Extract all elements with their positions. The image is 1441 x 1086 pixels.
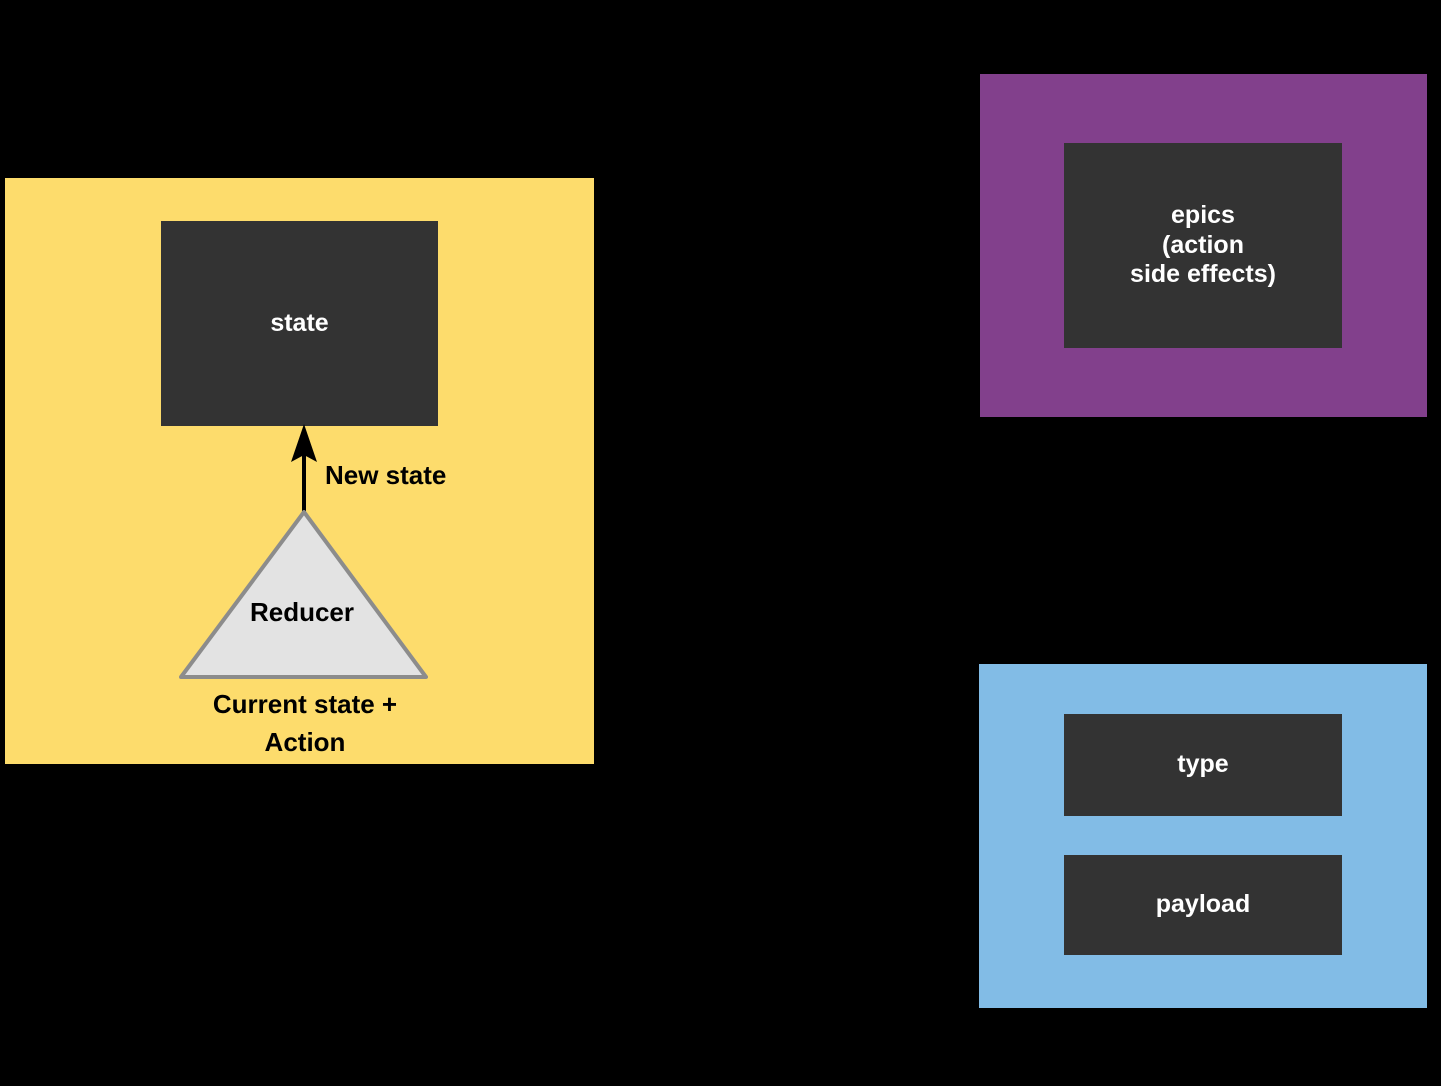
epics-group: epics (action side effects)	[980, 74, 1427, 417]
epics-node: epics (action side effects)	[1064, 143, 1342, 348]
reducer-triangle-shape	[176, 510, 428, 680]
store-group: state New state Reducer Current state + …	[5, 178, 594, 764]
reducer-label: Reducer	[249, 597, 355, 627]
reducer-input-caption: Current state + Action	[212, 689, 398, 757]
action-type-node: type	[1064, 714, 1342, 816]
action-payload-node: payload	[1064, 855, 1342, 955]
state-node: state	[161, 221, 438, 426]
new-state-edge-label: New state	[325, 460, 447, 490]
new-state-arrow-icon	[288, 424, 320, 516]
action-group: type payload	[979, 664, 1427, 1008]
